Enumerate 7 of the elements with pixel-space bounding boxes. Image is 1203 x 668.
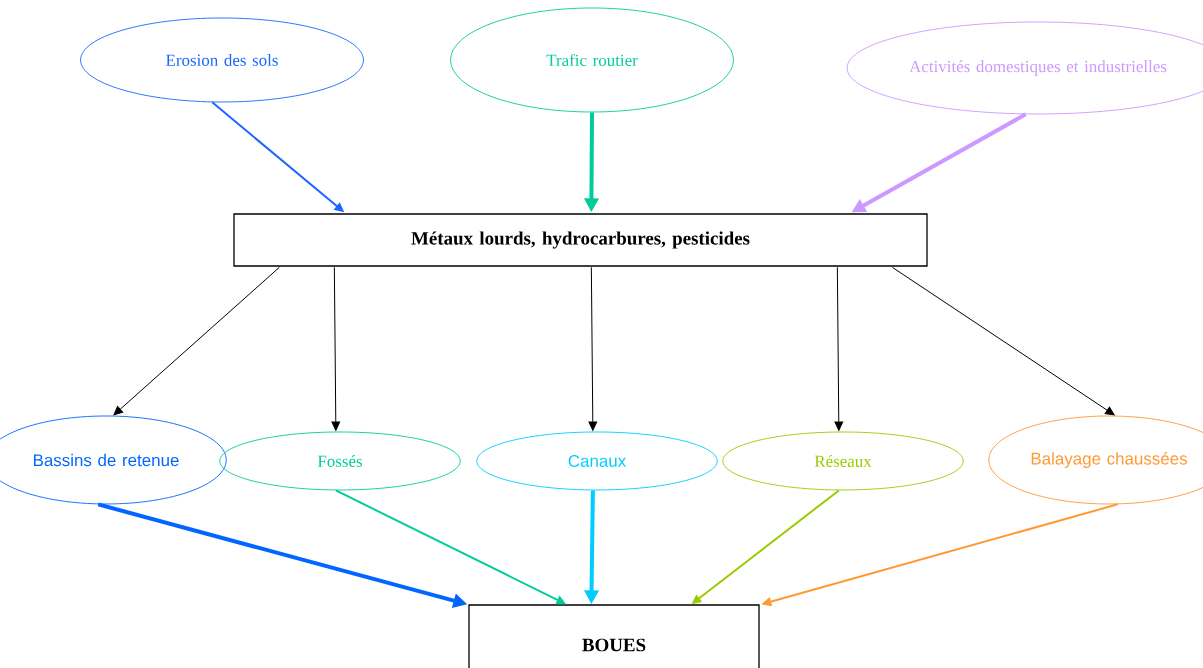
- arrow: [113, 266, 280, 416]
- arrow: [588, 266, 598, 431]
- arrow: [834, 266, 844, 431]
- arrow: [891, 266, 1115, 416]
- arrow: [331, 266, 341, 431]
- process-box: BOUES: [468, 604, 760, 668]
- process-box: Métaux lourds, hydrocarbures, pesticides: [233, 213, 928, 267]
